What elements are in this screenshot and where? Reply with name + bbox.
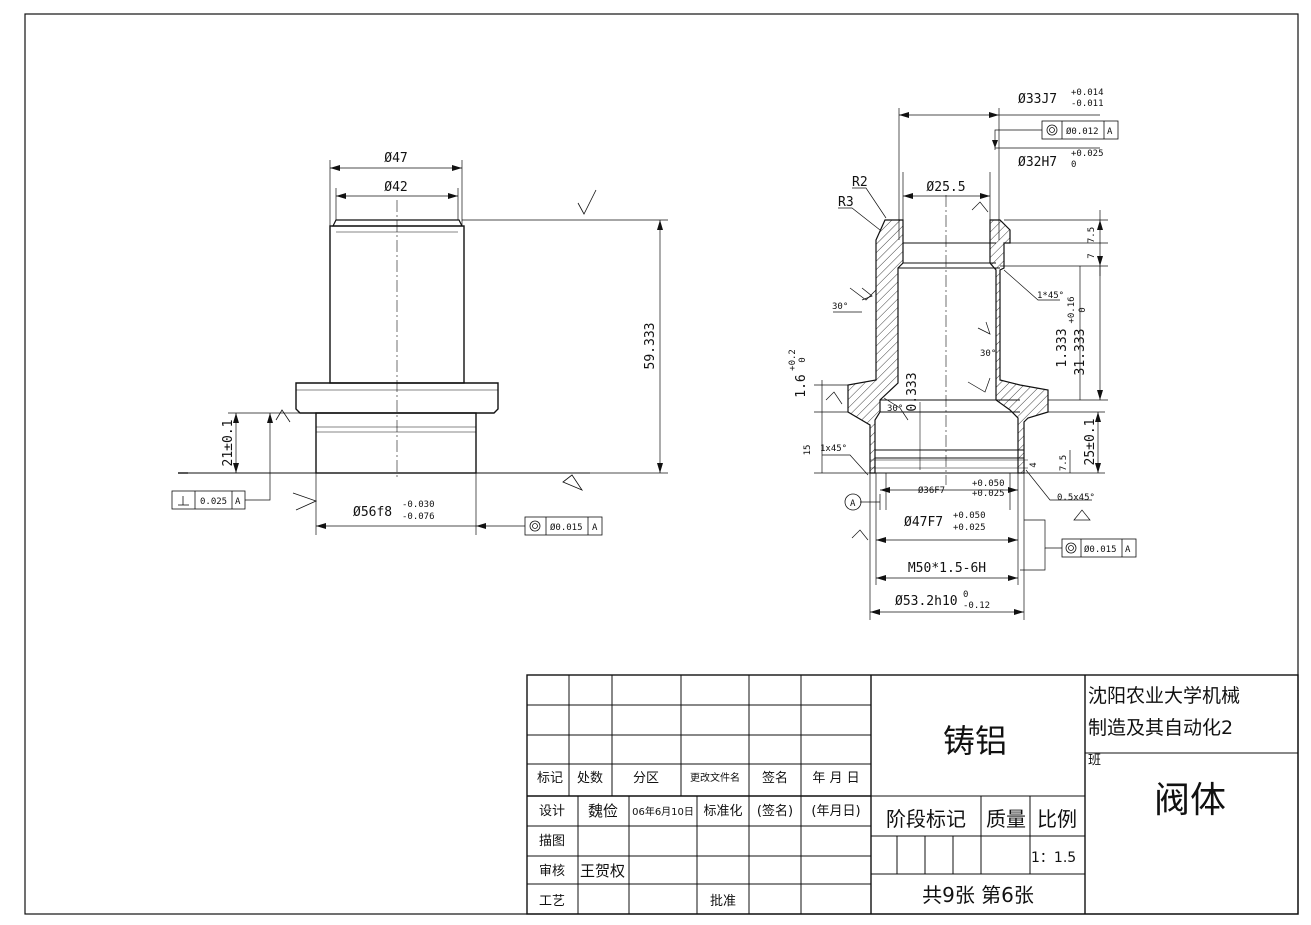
- dim-25: 25±0.1: [1083, 419, 1098, 466]
- dim-21: 21±0.1: [221, 420, 236, 467]
- drawing-label: 描图: [539, 834, 565, 849]
- dim-d25-5: Ø25.5: [926, 180, 965, 195]
- sign-field: (签名): [757, 803, 793, 819]
- datum-a-label: A: [850, 499, 856, 509]
- chamfer-0-5x45: 0.5x45°: [1057, 493, 1095, 503]
- conc-low-value: Ø0.015: [1084, 544, 1117, 555]
- perp-tol-value: 0.025: [200, 497, 227, 507]
- datum-a-circle: [844, 493, 862, 511]
- chamfer-1x45-low: 1x45°: [820, 444, 847, 454]
- dim-d53-tol-lo: -0.12: [963, 601, 990, 611]
- dim-d56-tol-hi: -0.030: [402, 500, 435, 510]
- class-line: 制造及其自动化2: [1088, 717, 1233, 739]
- rev-header-date: 年 月 日: [812, 771, 859, 786]
- dim-d32-tol-hi: +0.025: [1071, 149, 1104, 159]
- designer-name: 魏俭: [588, 802, 618, 820]
- dim-d53-2: Ø53.2h10: [895, 594, 958, 609]
- right-tolerance-frames: [844, 120, 1137, 558]
- conc-low-datum: A: [1125, 545, 1131, 555]
- dim-d42: Ø42: [384, 180, 407, 195]
- conc-top-datum: A: [1107, 127, 1113, 137]
- dim-31-333-tol: +0.16: [1067, 296, 1077, 323]
- chamfer-1x45: 1*45°: [1037, 291, 1064, 301]
- right-dimension-lines: [814, 108, 1108, 620]
- dim-59-333: 59.333: [643, 323, 658, 370]
- scale-label: 比例: [1037, 807, 1077, 831]
- dim-d47-tol-lo: +0.025: [953, 523, 986, 533]
- school-name: 沈阳农业大学机械: [1088, 685, 1240, 707]
- dim-d33-tol-hi: +0.014: [1071, 88, 1104, 98]
- design-date: 06年6月10日: [632, 805, 694, 818]
- angle-30-low: 30°: [887, 404, 903, 414]
- date-field: (年月日): [811, 804, 860, 819]
- title-block-text: 标记 处数 分区 更改文件名 签名 年 月 日 设计 魏俭 06年6月10日 标…: [537, 685, 1240, 909]
- conc-top-value: Ø0.012: [1066, 126, 1099, 137]
- dim-7-5-low: 7.5: [1059, 455, 1069, 471]
- dim-d56-tol-lo: -0.076: [402, 512, 435, 522]
- rev-header-doc: 更改文件名: [690, 771, 740, 784]
- dim-4: 4: [1029, 462, 1039, 467]
- left-view: [178, 160, 668, 535]
- review-label: 审核: [539, 864, 565, 879]
- dim-7-5-top: 7.5: [1087, 227, 1097, 243]
- sheet-count: 共9张 第6张: [922, 883, 1034, 907]
- dim-1-6-tol-lo: 0: [798, 357, 808, 362]
- stage-mark-label: 阶段标记: [886, 807, 966, 831]
- concentricity-frame-top: [1041, 120, 1119, 140]
- right-arrows: [870, 112, 1103, 615]
- dim-1-333: 1.333: [1055, 328, 1070, 367]
- dim-m50: M50*1.5-6H: [908, 561, 986, 576]
- rev-header-count: 处数: [577, 771, 603, 786]
- perpendicularity-frame: [171, 490, 246, 510]
- dim-d36f7: Ø36F7: [918, 485, 945, 496]
- left-dimension-labels: Ø47 Ø42 59.333 21±0.1 Ø56f8 -0.030 -0.07…: [200, 151, 658, 533]
- reviewer-name: 王贺权: [580, 862, 625, 880]
- dim-d56: Ø56f8: [353, 505, 392, 520]
- material: 铸铝: [943, 722, 1007, 760]
- dim-d32-tol-lo: 0: [1071, 160, 1076, 170]
- dim-d36-tol-hi: +0.050: [972, 479, 1005, 489]
- rev-header-sign: 签名: [762, 770, 788, 786]
- standardization-label: 标准化: [703, 804, 742, 819]
- dim-d32h7: Ø32H7: [1018, 155, 1057, 170]
- conc-tol-left: Ø0.015: [550, 522, 583, 533]
- conc-datum-left: A: [592, 523, 598, 533]
- dim-d47f7: Ø47F7: [904, 515, 943, 530]
- dim-d33-tol-lo: -0.011: [1071, 99, 1104, 109]
- process-label: 工艺: [539, 894, 565, 909]
- dim-d47-tol-hi: +0.050: [953, 511, 986, 521]
- dim-1-6-tol: +0.2: [788, 349, 798, 371]
- dim-1-6: 1.6: [794, 374, 809, 397]
- dim-7: 7: [1087, 253, 1097, 258]
- dim-d33j7: Ø33J7: [1018, 92, 1057, 107]
- design-label: 设计: [539, 804, 565, 819]
- dim-d36-tol-lo: +0.025: [972, 489, 1005, 499]
- part-name: 阀体: [1154, 780, 1226, 821]
- left-arrows: [233, 165, 663, 529]
- concentricity-frame-bottom: [1061, 538, 1137, 558]
- class-suffix: 班: [1088, 753, 1101, 768]
- dim-d47: Ø47: [384, 151, 407, 166]
- approve-label: 批准: [710, 894, 736, 909]
- left-tolerance-frames: [171, 490, 603, 536]
- dim-d53-tol-hi: 0: [963, 590, 968, 600]
- perp-datum: A: [235, 497, 241, 507]
- dim-15: 15: [803, 445, 813, 456]
- angle-30-left: 30°: [832, 302, 848, 312]
- dim-31-333-tol-lo: 0: [1078, 307, 1088, 312]
- dim-0-333: 0.333: [905, 372, 920, 411]
- rev-header-mark: 标记: [537, 771, 563, 786]
- dim-r3: R3: [838, 195, 854, 210]
- dim-31-333: 31.333: [1073, 329, 1088, 376]
- concentricity-frame-left: [524, 516, 603, 536]
- title-block: [526, 674, 1299, 915]
- right-dimension-labels: Ø33J7 +0.014 -0.011 Ø0.012 A Ø32H7 +0.02…: [788, 88, 1131, 611]
- angle-30-mid: 30°: [980, 349, 996, 359]
- rev-header-zone: 分区: [633, 771, 659, 786]
- right-view-section: [847, 195, 1049, 485]
- scale-value: 1：1.5: [1031, 850, 1076, 866]
- mass-label: 质量: [986, 807, 1026, 831]
- dim-r2: R2: [852, 175, 868, 190]
